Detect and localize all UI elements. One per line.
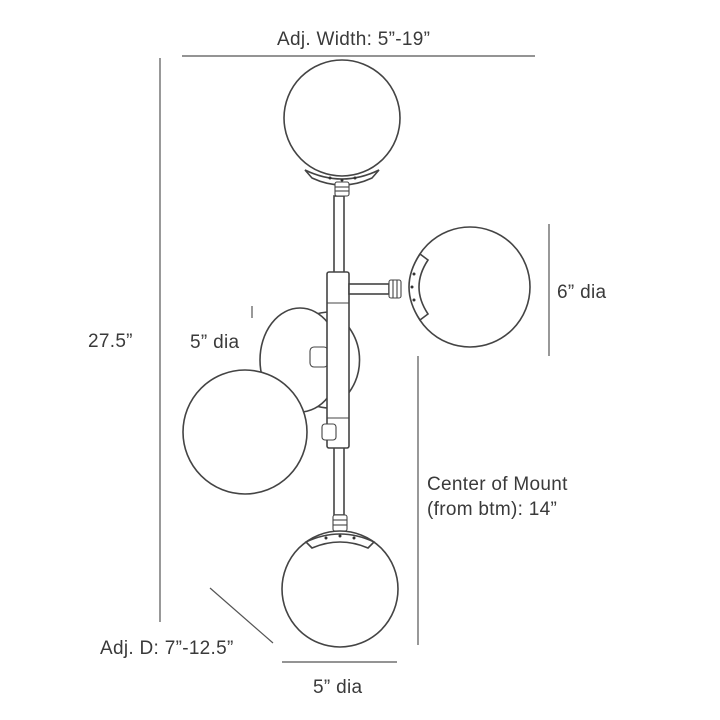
backplate-diameter-label: 5” dia bbox=[190, 332, 240, 353]
adj-depth-label: Adj. D: 7”-12.5” bbox=[100, 638, 234, 659]
center-stem bbox=[326, 195, 350, 516]
bottom-globe bbox=[281, 514, 399, 648]
globe-diameter-label: 6” dia bbox=[557, 282, 607, 303]
right-globe bbox=[348, 226, 531, 348]
left-globe bbox=[182, 369, 337, 495]
top-globe bbox=[283, 59, 401, 197]
depth-dimension-line bbox=[209, 587, 274, 644]
center-of-mount-label-line1: Center of Mount bbox=[427, 474, 568, 495]
height-label: 27.5” bbox=[88, 331, 133, 352]
adj-width-label: Adj. Width: 5”-19” bbox=[277, 29, 431, 50]
bottom-globe-diameter-label: 5” dia bbox=[313, 677, 363, 698]
center-of-mount-label-line2: (from btm): 14” bbox=[427, 499, 558, 520]
